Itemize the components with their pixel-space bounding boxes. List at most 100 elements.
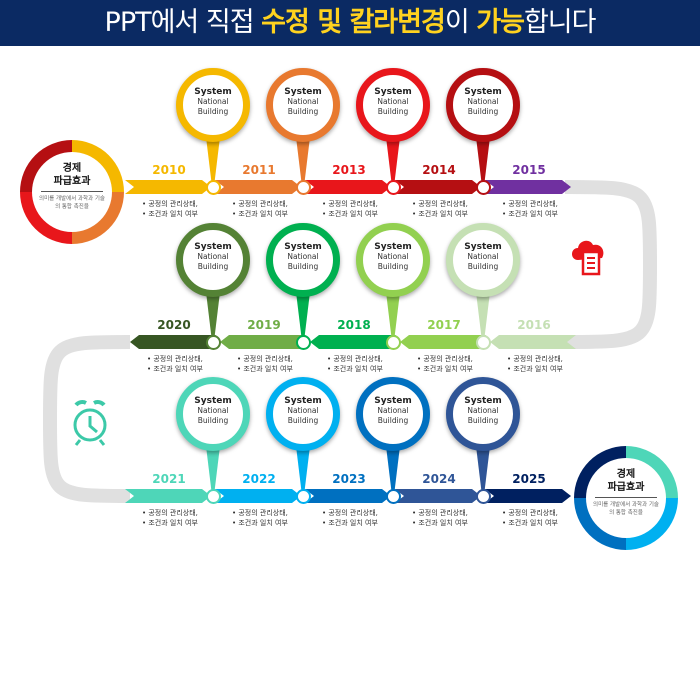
bullet-item: • 공정의 관리상태, xyxy=(142,509,198,517)
milestone-node xyxy=(476,335,491,350)
timeline-arrow-segment xyxy=(125,489,211,503)
pin-line1: National xyxy=(287,406,319,415)
pin-line1: National xyxy=(377,97,409,106)
milestone-node xyxy=(296,335,311,350)
milestone-bullets: • 공정의 관리상태,• 조건과 일치 여부 xyxy=(232,199,288,219)
pin-line1: National xyxy=(287,252,319,261)
timeline-arrow-segment xyxy=(125,180,211,194)
pin-line1: National xyxy=(467,406,499,415)
pin-line1: National xyxy=(377,406,409,415)
pin-title: System xyxy=(374,87,412,97)
bullet-item: • 공정의 관리상태, xyxy=(232,509,288,517)
pin-title: System xyxy=(284,242,322,252)
timeline-arrow-segment xyxy=(485,180,571,194)
pin-line1: National xyxy=(467,252,499,261)
bullet-item: • 조건과 일치 여부 xyxy=(322,210,378,218)
year-label: 2013 xyxy=(332,163,366,177)
milestone-node xyxy=(476,180,491,195)
year-label: 2021 xyxy=(152,472,186,486)
milestone-node xyxy=(386,489,401,504)
title-banner: PPT에서 직접 수정 및 칼라변경이 가능합니다 xyxy=(0,0,700,46)
timeline-arrow-segment xyxy=(305,489,391,503)
pin-line1: National xyxy=(467,97,499,106)
year-label: 2017 xyxy=(427,318,461,332)
left-curve-connector xyxy=(42,335,131,503)
year-label: 2019 xyxy=(247,318,281,332)
pin-line1: National xyxy=(197,252,229,261)
milestone-bullets: • 공정의 관리상태,• 조건과 일치 여부 xyxy=(507,354,563,374)
bullet-item: • 조건과 일치 여부 xyxy=(322,519,378,527)
milestone-node xyxy=(206,489,221,504)
year-label: 2010 xyxy=(152,163,186,177)
milestone-node xyxy=(296,180,311,195)
year-label: 2014 xyxy=(422,163,456,177)
bullet-item: • 공정의 관리상태, xyxy=(412,509,468,517)
bullet-item: • 공정의 관리상태, xyxy=(502,509,558,517)
milestone-node xyxy=(206,180,221,195)
bullet-item: • 공정의 관리상태, xyxy=(237,355,293,363)
bullet-item: • 조건과 일치 여부 xyxy=(327,365,383,373)
year-label: 2011 xyxy=(242,163,276,177)
milestone-bullets: • 공정의 관리상태, • 조건과 일치 여부 xyxy=(327,354,383,374)
pin-line2: Building xyxy=(287,107,319,116)
pin-title: System xyxy=(194,242,232,252)
timeline-arrow-segment xyxy=(215,489,301,503)
bullet-item: • 조건과 일치 여부 xyxy=(412,210,468,218)
pin-title: System xyxy=(284,87,322,97)
timeline-arrow-segment xyxy=(400,335,486,349)
pin-line2: Building xyxy=(287,416,319,425)
pin-line2: Building xyxy=(467,107,499,116)
bullet-item: • 공정의 관리상태, xyxy=(417,355,473,363)
bullet-item: • 조건과 일치 여부 xyxy=(142,210,198,218)
bullet-item: • 조건과 일치 여부 xyxy=(147,365,203,373)
badge-title: 파급효과 xyxy=(607,482,645,493)
milestone-node xyxy=(386,180,401,195)
milestone-bullets: • 공정의 관리상태,• 조건과 일치 여부 xyxy=(502,199,558,219)
pin-line2: Building xyxy=(467,262,499,271)
title-text: 이 xyxy=(444,7,477,38)
milestone-bullets: • 공정의 관리상태,• 조건과 일치 여부 xyxy=(147,354,203,374)
pin-line1: National xyxy=(377,252,409,261)
bullet-item: • 조건과 일치 여부 xyxy=(142,519,198,527)
milestone-bullets: • 공정의 관리상태,• 조건과 일치 여부 xyxy=(322,199,378,219)
pin-line1: National xyxy=(197,97,229,106)
pin-title: System xyxy=(374,242,412,252)
milestone-bullets: • 공정의 관리상태,• 조건과 일치 여부 xyxy=(417,354,473,374)
pin-line2: Building xyxy=(467,416,499,425)
year-label: 2016 xyxy=(517,318,551,332)
year-label: 2023 xyxy=(332,472,366,486)
pin-line2: Building xyxy=(377,262,409,271)
timeline-arrow-segment xyxy=(130,335,216,349)
cloud-document-icon xyxy=(572,240,604,276)
milestone-node xyxy=(206,335,221,350)
milestone-bullets: • 공정의 관리상태,• 조건과 일치 여부 xyxy=(232,508,288,528)
year-label: 2020 xyxy=(157,318,191,332)
milestone-bullets: • 공정의 관리상태,• 조건과 일치 여부 xyxy=(412,199,468,219)
badge-title: 경제 xyxy=(62,163,82,174)
timeline-arrow-segment xyxy=(310,335,396,349)
bullet-item: • 공정의 관리상태, xyxy=(142,200,198,208)
pin-line2: Building xyxy=(197,416,229,425)
badge-title: 경제 xyxy=(616,469,636,480)
bullet-item: • 공정의 관리상태, xyxy=(327,355,383,363)
milestone-bullets: • 공정의 관리상태, • 조건과 일치 여부 xyxy=(142,508,198,528)
pin-title: System xyxy=(194,396,232,406)
bullet-item: • 조건과 일치 여부 xyxy=(412,519,468,527)
bullet-item: • 공정의 관리상태, xyxy=(232,200,288,208)
bullet-item: • 공정의 관리상태, xyxy=(507,355,563,363)
year-label: 2015 xyxy=(512,163,546,177)
badge-desc: 의미를 개발에서 과학과 기술의 통합 촉진을 xyxy=(593,502,659,516)
pin-title: System xyxy=(284,396,322,406)
right-curve-connector xyxy=(564,180,658,349)
year-label: 2022 xyxy=(242,472,276,486)
timeline-arrow-segment xyxy=(215,180,301,194)
title-highlight: 수정 및 칼라변경 xyxy=(261,7,446,38)
bullet-item: • 조건과 일치 여부 xyxy=(237,365,293,373)
year-label: 2025 xyxy=(512,472,546,486)
